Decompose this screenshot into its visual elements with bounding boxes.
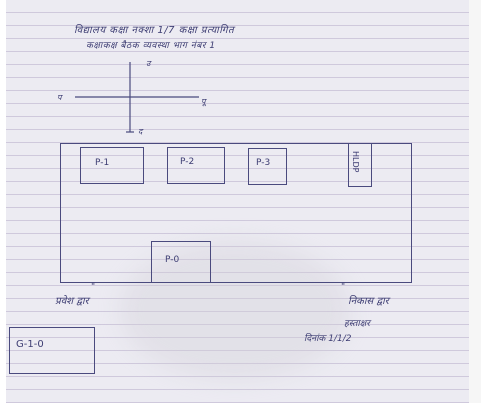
compass-north-label: उ (146, 59, 151, 68)
paper-stain (120, 240, 350, 380)
board-box: HLDP (348, 143, 372, 187)
door-mark-right: " (341, 282, 346, 292)
gate-box: G-1-0 (9, 327, 95, 374)
station-label: P-1 (95, 158, 110, 168)
header-subtitle: कक्षाकक्ष बैठक व्यवस्था भाग नंबर 1 (86, 41, 216, 51)
entrance-label: प्रवेश द्वार (55, 296, 89, 307)
station-label: P-3 (256, 158, 271, 168)
station-box: P-0 (151, 241, 211, 283)
station-box: P-1 (80, 147, 144, 184)
compass-west-label: प (57, 93, 62, 102)
date-line: दिनांक 1/1/2 (304, 334, 352, 344)
exit-label: निकास द्वार (348, 296, 389, 307)
header-title: विद्यालय कक्षा नक्शा 1/7 कक्षा प्रत्यागि… (74, 25, 235, 36)
page-right-edge (469, 0, 481, 403)
station-box: P-3 (248, 148, 287, 185)
classroom-outline (60, 143, 412, 283)
compass-east-label: पू (201, 97, 206, 106)
page-left-edge (0, 0, 6, 403)
gate-label: G-1-0 (16, 339, 44, 350)
station-label: P-0 (165, 255, 180, 265)
door-mark-left: " (91, 282, 96, 292)
board-label: HLDP (351, 151, 360, 173)
signature-line: हस्ताक्षर (344, 319, 370, 329)
station-box: P-2 (167, 147, 225, 184)
compass-south-label: द (138, 127, 143, 136)
station-label: P-2 (180, 157, 195, 167)
